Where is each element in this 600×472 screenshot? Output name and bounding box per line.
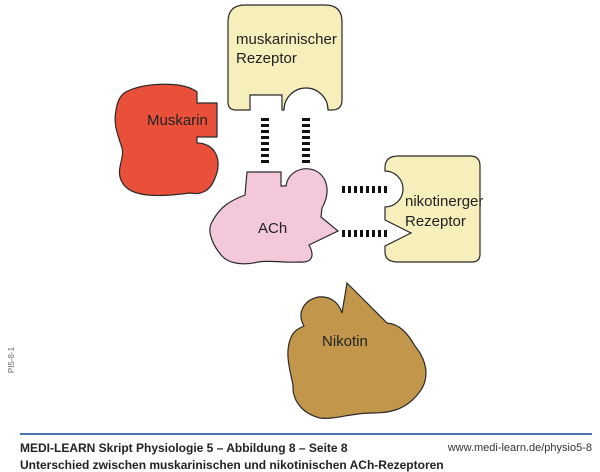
nicotinic-receptor: nikotinerger Rezeptor xyxy=(384,155,483,263)
muscarinic-receptor-shape xyxy=(227,4,343,111)
muscarinic-binding-lines xyxy=(261,118,310,163)
nicotine-shape xyxy=(287,281,427,419)
nicotine-molecule: Nikotin xyxy=(287,281,427,419)
acetylcholine-molecule: ACh xyxy=(209,168,340,265)
nicotinic-receptor-shape xyxy=(384,155,481,263)
muscarinic-receptor: muskarinischer Rezeptor xyxy=(227,4,343,111)
footer-title: MEDI-LEARN Skript Physiologie 5 – Abbild… xyxy=(20,441,348,455)
footer-url[interactable]: www.medi-learn.de/physio5-8 xyxy=(447,442,592,454)
diagram-canvas: muskarinischer Rezeptor Muskarin ACh xyxy=(114,4,483,419)
footer-subtitle: Unterschied zwischen muskarinischen und … xyxy=(20,458,444,472)
muscarine-label: Muskarin xyxy=(147,112,208,129)
binding-line-right xyxy=(302,118,310,163)
acetylcholine-shape xyxy=(209,168,340,265)
nicotinic-receptor-label-2: Rezeptor xyxy=(405,213,466,230)
muscarine-shape xyxy=(114,83,219,197)
muscarinic-receptor-label-1: muskarinischer xyxy=(236,31,337,48)
muscarine-molecule: Muskarin xyxy=(114,83,219,197)
binding-line-left xyxy=(261,118,269,163)
muscarinic-receptor-label-2: Rezeptor xyxy=(236,50,297,67)
footer-divider xyxy=(20,433,592,435)
nicotinic-receptor-label-1: nikotinerger xyxy=(405,193,483,210)
figure-code: PI5-8-1 xyxy=(7,346,16,374)
nicotine-label: Nikotin xyxy=(322,333,368,350)
binding-line-bottom xyxy=(342,230,387,237)
nicotinic-binding-lines xyxy=(342,186,387,237)
binding-line-top xyxy=(342,186,387,193)
acetylcholine-label: ACh xyxy=(258,220,287,237)
